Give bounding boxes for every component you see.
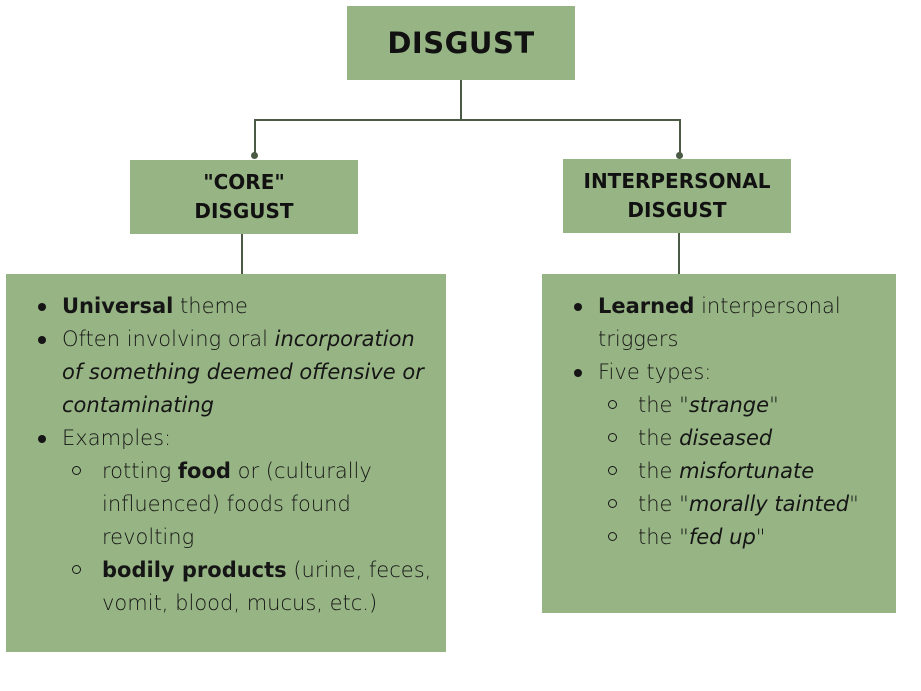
type-pre: the " (638, 393, 689, 417)
list-item: the "strange" (598, 389, 886, 422)
inter-bullet1-rest: interpersonal triggers (598, 294, 841, 351)
type-italic: strange (688, 393, 770, 417)
core-bullet3: Examples: (62, 426, 172, 450)
type-post: " (769, 393, 779, 417)
type-pre: the (638, 426, 680, 450)
type-italic: misfortunate (679, 459, 815, 483)
interpersonal-disgust-details: Learned interpersonal triggers Five type… (542, 274, 896, 613)
list-item: rotting food or (culturally influenced) … (62, 455, 436, 554)
connector-left-dot (251, 152, 258, 159)
connector-horizontal (254, 119, 681, 121)
list-item: Examples: rotting food or (culturally in… (26, 422, 436, 620)
core-bullet1-bold: Universal (62, 294, 174, 318)
list-item: the "fed up" (598, 521, 886, 554)
core-sub-list: rotting food or (culturally influenced) … (62, 455, 436, 620)
connector-root-down (460, 80, 462, 120)
core-sub1-pre: rotting (102, 459, 178, 483)
core-sub2-bold: bodily products (102, 558, 287, 582)
list-item: bodily products (urine, feces, vomit, bl… (62, 554, 436, 620)
inter-bullet2: Five types: (598, 360, 712, 384)
connector-inter-body (678, 233, 680, 274)
core-sub1-bold: food (177, 459, 231, 483)
connector-right-down (679, 119, 681, 156)
connector-core-body (241, 234, 243, 274)
list-item: Learned interpersonal triggers (562, 290, 886, 356)
root-node-disgust: DISGUST (347, 6, 575, 80)
core-bullet1-rest: theme (173, 294, 248, 318)
type-italic: fed up (688, 525, 756, 549)
type-post: " (755, 525, 766, 549)
inter-types-list: the "strange" the diseased the misfortun… (598, 389, 886, 554)
type-pre: the " (638, 525, 689, 549)
type-italic: diseased (679, 426, 773, 450)
inter-bullet1-bold: Learned (598, 294, 695, 318)
inter-title-line2: DISGUST (627, 198, 727, 222)
type-pre: the (638, 459, 680, 483)
root-title: DISGUST (387, 26, 535, 60)
inter-title-line1: INTERPERSONAL (583, 169, 771, 193)
list-item: the diseased (598, 422, 886, 455)
core-disgust-details: Universal theme Often involving oral inc… (6, 274, 446, 652)
core-disgust-node: "CORE" DISGUST (130, 160, 358, 234)
list-item: the "morally tainted" (598, 488, 886, 521)
connector-left-down (254, 119, 256, 156)
type-italic: morally tainted (688, 492, 850, 516)
inter-bullet-list: Learned interpersonal triggers Five type… (562, 290, 886, 554)
core-sub2-rest: (urine, feces, vomit, blood, mucus, etc.… (102, 558, 432, 615)
core-bullet-list: Universal theme Often involving oral inc… (26, 290, 436, 620)
list-item: Five types: the "strange" the diseased t… (562, 356, 886, 554)
core-bullet2-italic: incorporation of something deemed offens… (62, 327, 424, 417)
core-bullet2-pre: Often involving oral (62, 327, 275, 351)
type-pre: the " (638, 492, 689, 516)
list-item: the misfortunate (598, 455, 886, 488)
core-sub1-rest: or (culturally influenced) foods found r… (102, 459, 372, 549)
connector-right-dot (676, 152, 683, 159)
list-item: Often involving oral incorporation of so… (26, 323, 436, 422)
core-title-line2: DISGUST (194, 199, 294, 223)
core-title-line1: "CORE" (203, 170, 285, 194)
interpersonal-disgust-node: INTERPERSONAL DISGUST (563, 159, 791, 233)
type-post: " (849, 492, 859, 516)
list-item: Universal theme (26, 290, 436, 323)
